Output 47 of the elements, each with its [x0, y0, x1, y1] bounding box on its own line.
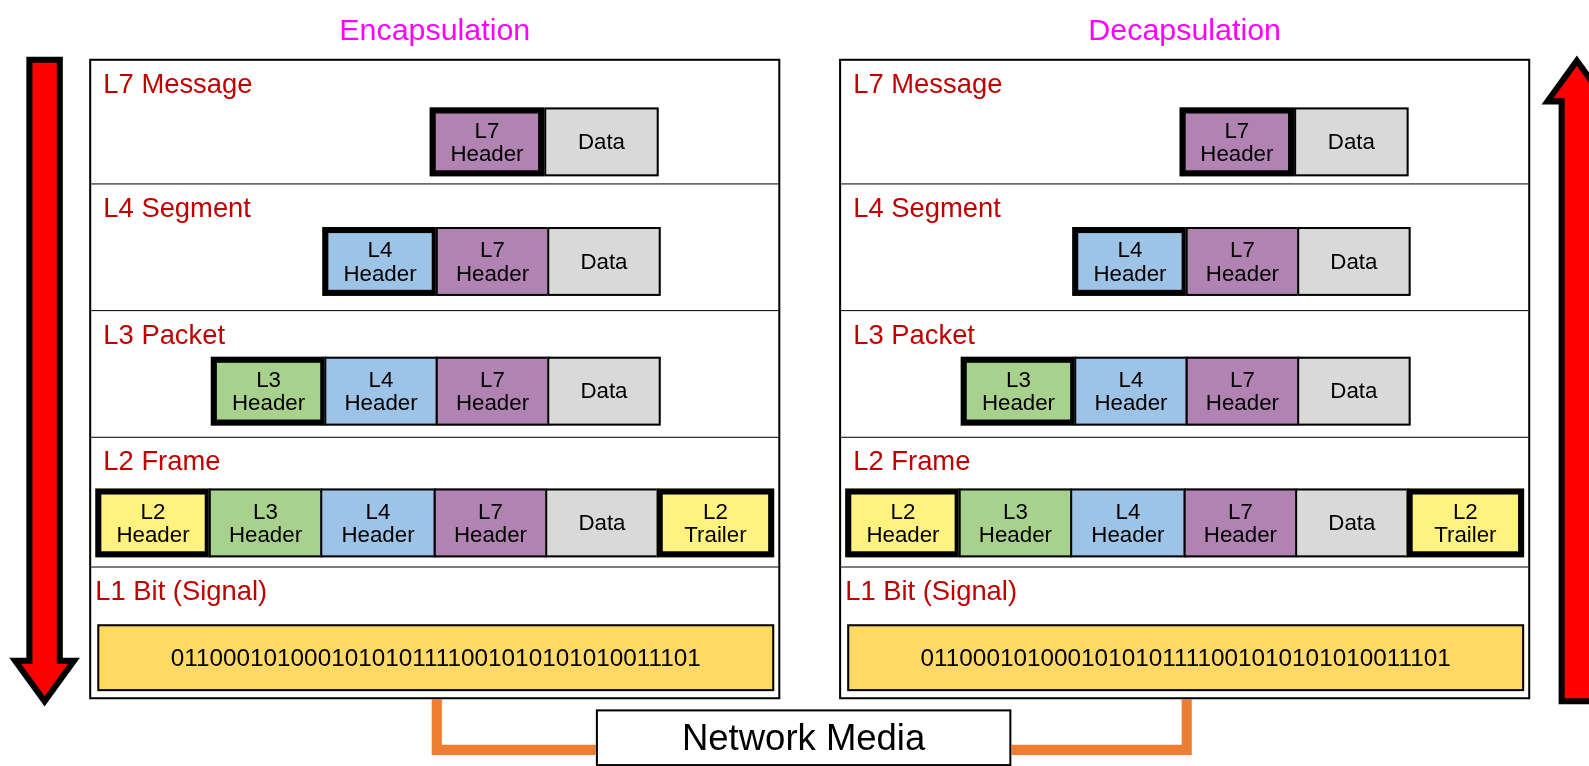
layer-label: L3 Packet — [103, 319, 226, 351]
header-block: L2 Header — [95, 488, 211, 558]
header-block: L7 Header — [435, 356, 550, 426]
panel-title: Decapsulation — [1087, 12, 1282, 47]
layer-label: L4 Segment — [103, 192, 251, 224]
header-block: L4 Header — [1070, 488, 1186, 558]
header-block: L4 Header — [1072, 227, 1188, 296]
header-block: L3 Header — [960, 356, 1077, 426]
bit-stream-bar: 0110001010001010101111001010101010011101 — [847, 624, 1525, 692]
header-block: L2 Trailer — [656, 488, 775, 558]
layer-label: L4 Segment — [853, 192, 1001, 224]
connector-line — [431, 699, 596, 755]
header-block: Data — [1297, 356, 1411, 426]
panel-title: Encapsulation — [338, 12, 532, 47]
media-box: Network Media — [595, 709, 1012, 766]
header-block: L4 Header — [322, 227, 438, 296]
header-block: L4 Header — [324, 356, 438, 426]
layer-label: L3 Packet — [853, 319, 975, 351]
header-block: L2 Header — [845, 488, 961, 558]
header-block: Data — [1294, 107, 1409, 177]
header-block: L7 Header — [1183, 488, 1298, 558]
layer-label: L7 Message — [103, 68, 253, 101]
header-block: L7 Header — [435, 227, 550, 296]
header-block: Data — [547, 356, 661, 426]
connector-line — [1011, 699, 1192, 755]
header-block: L3 Header — [208, 488, 323, 558]
layer-label: L2 Frame — [103, 445, 221, 478]
header-block: Data — [1295, 488, 1409, 558]
header-block: Data — [545, 488, 659, 558]
bit-stream-bar: 0110001010001010101111001010101010011101 — [97, 624, 775, 692]
layer-label: L1 Bit (Signal) — [845, 575, 1018, 608]
header-block: L3 Header — [210, 356, 327, 426]
layer-label: L7 Message — [853, 68, 1003, 101]
header-block: Data — [1297, 227, 1411, 296]
header-block: L2 Trailer — [1406, 488, 1525, 558]
header-block: L7 Header — [433, 488, 548, 558]
header-block: L4 Header — [1074, 356, 1188, 426]
header-block: Data — [544, 107, 659, 177]
header-block: L4 Header — [320, 488, 436, 558]
layer-label: L1 Bit (Signal) — [95, 575, 268, 608]
header-block: L7 Header — [1185, 356, 1300, 426]
header-block: L7 Header — [1185, 227, 1300, 296]
header-block: Data — [547, 227, 661, 296]
header-block: L7 Header — [429, 107, 545, 177]
layer-label: L2 Frame — [853, 445, 971, 478]
header-block: L7 Header — [1179, 107, 1295, 177]
header-block: L3 Header — [958, 488, 1073, 558]
